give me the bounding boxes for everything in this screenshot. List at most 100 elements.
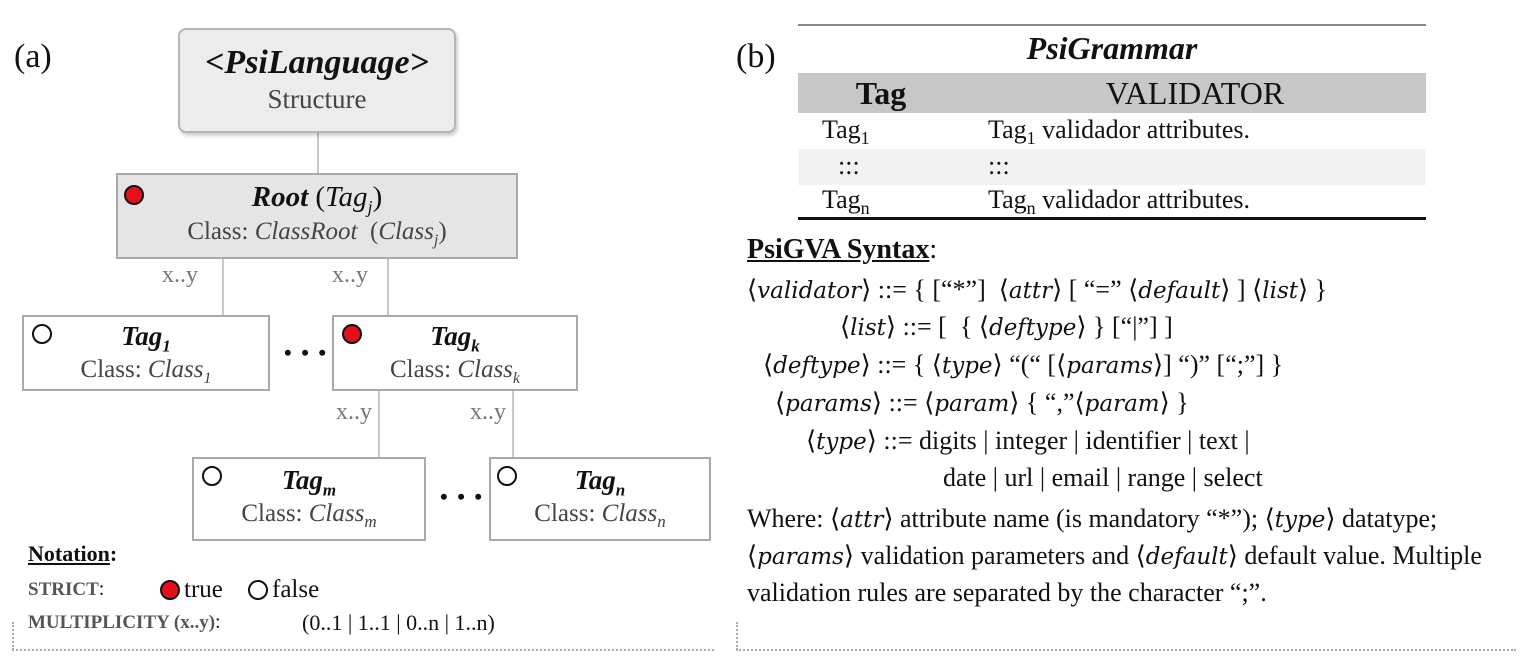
connector-top-root	[317, 133, 319, 173]
l1-pre: ⟨	[747, 275, 758, 304]
tagn-class-line: Class: Classn	[491, 500, 709, 532]
root-title: Root	[251, 181, 309, 213]
syntax-line-list: ⟨list⟩ ::= [ { ⟨deftype⟩ } [“|”] ]	[840, 312, 1173, 342]
syntax-line-deftype: ⟨deftype⟩ ::= { ⟨type⟩ “(“ [⟨params⟩] “)…	[763, 350, 1283, 380]
l4-nt2: param	[934, 391, 1010, 417]
tagk-class-var: Class	[457, 356, 513, 384]
tagn-class-sub: n	[657, 512, 666, 532]
root-class-name: ClassRoot	[254, 217, 358, 245]
tag1-tag: Tag	[121, 321, 163, 351]
legend-true-icon	[160, 580, 180, 600]
tagm-class-prefix: Class:	[241, 500, 309, 528]
grammar-title: PsiGrammar	[1026, 30, 1198, 66]
root-paren-close: )	[372, 181, 383, 213]
connector-tagk-tagm	[378, 391, 380, 457]
l2-post2: ⟩ } [“|”] ]	[1076, 312, 1173, 341]
grammar-col-tag: Tag	[855, 75, 907, 111]
psilanguage-subtitle: Structure	[267, 84, 367, 114]
l2-nt2: deftype	[988, 315, 1077, 341]
grammar-row: Tagn Tagn validador attributes.	[798, 185, 1426, 219]
root-class-paren-close: )	[438, 217, 447, 245]
row3-validator-tag: Tag	[988, 185, 1027, 214]
syntax-heading-colon: :	[929, 234, 938, 265]
row1-tag-sub: 1	[860, 128, 870, 149]
panel-b-frame-bottom	[736, 649, 1516, 651]
syntax-heading: PsiGVA Syntax:	[747, 234, 937, 266]
where-paragraph: Where: ⟨attr⟩ attribute name (is mandato…	[747, 501, 1499, 610]
l3-nt2: type	[941, 353, 993, 379]
multiplicity-root-tagk: x..y	[332, 262, 368, 288]
l4-nt3: param	[1084, 391, 1160, 417]
where-nt4: default	[1145, 544, 1228, 570]
l1-post: ⟩ ::= { [“*”] ⟨	[861, 275, 1009, 304]
tagn-node: Tagn Class: Classn	[489, 457, 711, 541]
l4-nt: params	[785, 391, 872, 417]
syntax-line-validator: ⟨validator⟩ ::= { [“*”] ⟨attr⟩ [ “=” ⟨de…	[747, 275, 1327, 305]
notation-heading-colon: :	[109, 541, 118, 566]
grammar-row-tag: :::	[838, 151, 860, 181]
grammar-row-tag: Tag1	[822, 115, 870, 149]
l1-nt: validator	[757, 278, 862, 304]
root-class-sub: j	[433, 231, 439, 249]
psilanguage-title: <PsiLanguage>	[205, 44, 429, 81]
where-s1: Where: ⟨	[747, 504, 841, 533]
l3-post2: ⟩ “(“ [⟨	[992, 350, 1067, 379]
where-s4: ⟩ validation parameters and ⟨	[843, 541, 1146, 570]
tagn-title: Tagn	[491, 465, 709, 500]
root-class-paren-open: (	[357, 217, 379, 245]
multiplicity-tagk-tagn: x..y	[470, 399, 506, 425]
tag1-class-var: Class	[147, 356, 204, 384]
psilanguage-node: <PsiLanguage> Structure	[178, 28, 456, 133]
where-s5: ⟩ default value. Multiple validation rul…	[747, 541, 1482, 607]
grammar-row-validator: Tag1 validador attributes.	[988, 115, 1250, 149]
l4-post3: ⟩ }	[1159, 388, 1189, 417]
tagk-tag-sub: k	[471, 336, 480, 356]
l1-nt3: default	[1138, 278, 1221, 304]
l4-post2: ⟩ { “,”⟨	[1009, 388, 1085, 417]
root-strict-true-icon	[124, 185, 144, 205]
row3-tag: Tag	[822, 185, 861, 214]
root-title-line: Root (Tagj)	[118, 181, 516, 218]
l2-nt: list	[850, 315, 886, 341]
where-nt2: type	[1274, 507, 1326, 533]
l2-post: ⟩ ::= [ { ⟨	[885, 312, 989, 341]
notation-strict-row: STRICT:	[28, 578, 104, 601]
l3-nt3: params	[1066, 353, 1153, 379]
root-tag-sub: j	[367, 196, 373, 217]
grammar-row: Tag1 Tag1 validador attributes.	[798, 113, 1426, 149]
root-paren-open: (	[308, 181, 326, 213]
multiplicity-label: MULTIPLICITY (x..y)	[28, 612, 216, 633]
multiplicity-tagk-tagm: x..y	[336, 399, 372, 425]
tagn-tag: Tag	[574, 465, 616, 495]
l5-nt: type	[816, 429, 867, 455]
multiplicity-root-tag1: x..y	[162, 262, 198, 288]
tagk-strict-true-icon	[342, 324, 362, 344]
root-class-var: Class	[378, 217, 434, 245]
panel-a-frame-left	[12, 622, 14, 650]
grammar-row-tag: Tagn	[822, 185, 870, 219]
tagm-class-var: Class	[308, 500, 365, 528]
l1-nt4: list	[1262, 278, 1298, 304]
l2-pre: ⟨	[840, 312, 851, 341]
tagn-class-prefix: Class:	[534, 500, 602, 528]
l3-post3: ⟩] “)” [“;”] }	[1153, 350, 1284, 379]
tagm-class-line: Class: Classm	[194, 500, 424, 532]
tagn-class-var: Class	[601, 500, 658, 528]
panel-b-frame-left	[736, 622, 738, 650]
notation-heading: Notation:	[28, 541, 117, 567]
root-class-prefix: Class:	[187, 217, 255, 245]
legend-false-icon	[248, 580, 268, 600]
tagk-class-sub: k	[512, 370, 521, 388]
row2-tag: :::	[838, 151, 860, 180]
tagm-node: Tagm Class: Classm	[192, 457, 426, 541]
tag1-class-sub: 1	[203, 370, 212, 388]
root-node: Root (Tagj) Class: ClassRoot (Classj)	[116, 173, 518, 259]
grammar-row-validator: Tagn validador attributes.	[988, 185, 1250, 219]
where-nt3: params	[757, 544, 844, 570]
legend-true-label: true	[184, 576, 223, 603]
l4-post: ⟩ ::= ⟨	[871, 388, 935, 417]
tagn-strict-false-icon	[497, 466, 517, 486]
syntax-line-type: ⟨type⟩ ::= digits | integer | identifier…	[806, 426, 1250, 456]
l3-post: ⟩ ::= { ⟨	[860, 350, 942, 379]
l3-pre: ⟨	[763, 350, 774, 379]
